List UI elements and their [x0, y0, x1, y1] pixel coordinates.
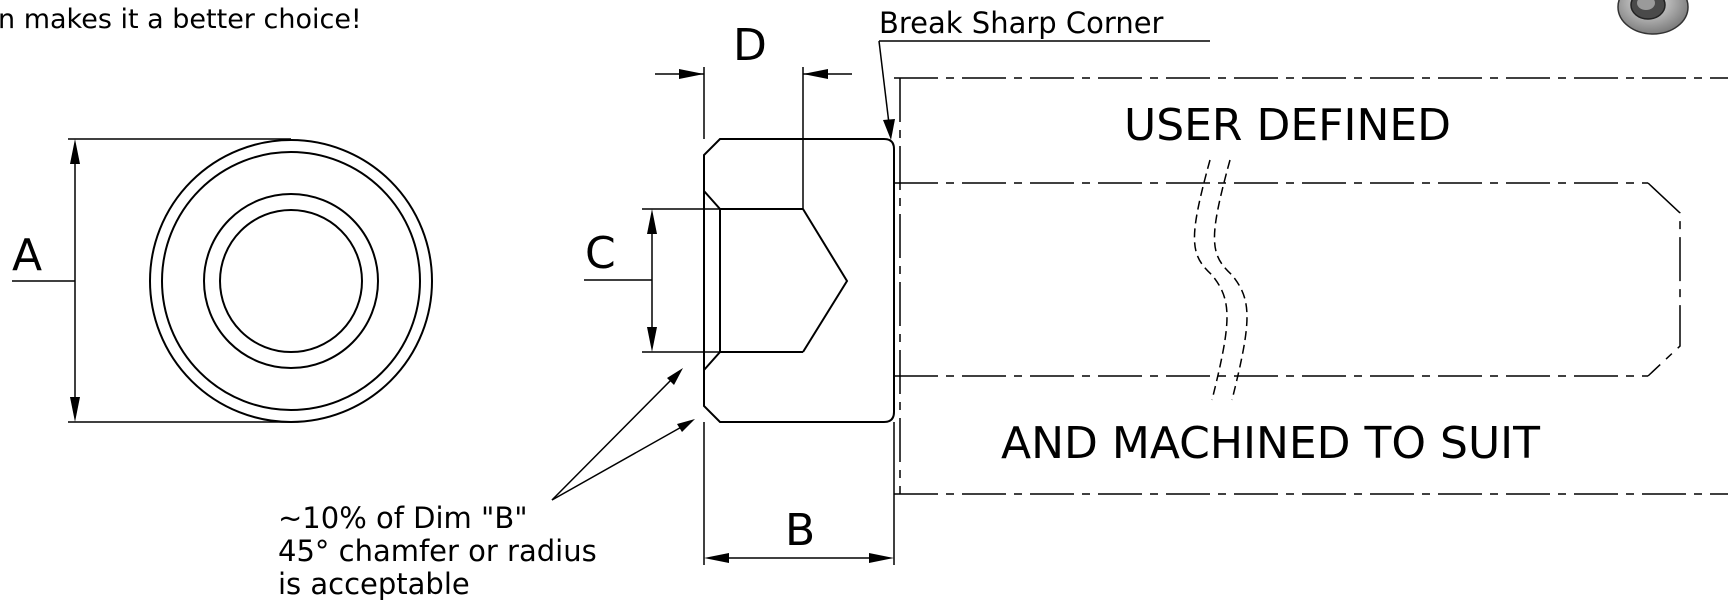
- user-defined-label: USER DEFINED: [1124, 100, 1451, 151]
- end-view: A: [12, 138, 433, 423]
- dimension-b: B: [703, 422, 895, 565]
- user-defined-shaft: [894, 77, 1728, 495]
- chamfer-note-line1: ~10% of Dim "B": [278, 501, 528, 535]
- chamfer-note-line3: is acceptable: [278, 567, 470, 601]
- dimension-b-label: B: [785, 505, 815, 556]
- dimension-d-label: D: [733, 20, 767, 71]
- machined-to-suit-label: AND MACHINED TO SUIT: [1001, 418, 1540, 469]
- drill-point-cone: [802, 208, 849, 353]
- dimension-d: D: [655, 20, 852, 209]
- break-sharp-corner-label: Break Sharp Corner: [879, 6, 1164, 40]
- header-note: n makes it a better choice!: [0, 4, 362, 35]
- chamfer-note-line2: 45° chamfer or radius: [278, 534, 597, 568]
- bushing-side-view: [703, 138, 895, 423]
- chamfer-note: ~10% of Dim "B" 45° chamfer or radius is…: [278, 368, 695, 601]
- break-sharp-corner-note: Break Sharp Corner: [878, 6, 1210, 140]
- break-symbol[interactable]: [1193, 159, 1228, 401]
- isometric-part-thumbnail-icon[interactable]: [1617, 0, 1689, 35]
- end-view-outer-circle: [149, 139, 433, 423]
- dimension-a-label: A: [12, 230, 42, 281]
- end-view-bore-chamfer-circle: [203, 193, 379, 369]
- dimension-c: C: [584, 208, 720, 353]
- end-view-chamfer-circle: [161, 151, 421, 411]
- bushing-outline: [703, 138, 895, 423]
- dimension-c-label: C: [585, 228, 616, 279]
- end-view-bore-circle: [219, 209, 363, 353]
